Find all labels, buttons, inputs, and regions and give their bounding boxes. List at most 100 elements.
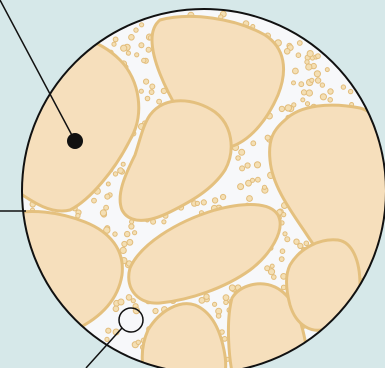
- fine-particle: [121, 162, 125, 166]
- fine-particle: [348, 89, 352, 93]
- fine-particle: [251, 141, 256, 146]
- fine-particle: [250, 178, 254, 182]
- fine-particle: [254, 162, 260, 168]
- fine-particle: [144, 79, 149, 84]
- fine-particle: [142, 58, 146, 62]
- fine-particle: [293, 68, 299, 74]
- fine-particle: [113, 232, 117, 236]
- fine-particle: [134, 28, 138, 32]
- fine-particle: [282, 213, 286, 217]
- fine-particle: [325, 68, 329, 72]
- fine-particle: [213, 302, 217, 306]
- fine-particle: [129, 35, 135, 41]
- fine-particle: [305, 102, 309, 106]
- fine-particle: [136, 340, 140, 344]
- fine-particle: [307, 51, 313, 57]
- fine-particle: [310, 78, 314, 82]
- fine-particle: [122, 241, 127, 246]
- fine-particle: [113, 306, 119, 312]
- fine-particle: [285, 105, 291, 111]
- fine-particle: [306, 90, 312, 96]
- fine-particle: [314, 71, 320, 77]
- fine-particle: [105, 337, 109, 341]
- fine-particle: [146, 47, 151, 52]
- fine-particle: [304, 241, 309, 246]
- fine-particle: [239, 149, 245, 155]
- fine-particle: [129, 224, 134, 229]
- fine-particle: [265, 266, 270, 271]
- fine-particle: [298, 243, 303, 248]
- fine-particle: [262, 185, 266, 189]
- fine-particle: [118, 168, 124, 174]
- fine-particle: [157, 99, 162, 104]
- fine-particle: [320, 83, 324, 87]
- fine-particle: [126, 51, 130, 55]
- fine-particle: [204, 294, 209, 299]
- fine-particle: [272, 275, 277, 280]
- fine-particle: [280, 249, 285, 254]
- fine-particle: [270, 264, 274, 268]
- fine-particle: [299, 82, 304, 87]
- fine-particle: [301, 90, 306, 95]
- fine-particle: [292, 103, 296, 107]
- fine-particle: [113, 37, 118, 42]
- fine-particle: [106, 182, 110, 186]
- fine-particle: [126, 295, 132, 301]
- fine-particle: [120, 247, 126, 253]
- fine-particle: [92, 198, 97, 203]
- fine-particle: [341, 85, 345, 89]
- fine-particle: [133, 231, 137, 235]
- fine-particle: [245, 163, 250, 168]
- fine-particle: [140, 23, 144, 27]
- fine-particle: [149, 90, 154, 95]
- fine-particle: [118, 299, 124, 305]
- fine-particle: [125, 231, 130, 236]
- fine-particle: [135, 53, 139, 57]
- fine-particle: [240, 166, 245, 171]
- fine-particle: [229, 285, 235, 291]
- fine-particle: [279, 257, 284, 262]
- fine-particle: [104, 205, 109, 210]
- fine-particle: [100, 210, 106, 216]
- fine-particle: [201, 200, 206, 205]
- fine-particle: [297, 41, 302, 46]
- fine-particle: [127, 239, 133, 245]
- fine-particle: [306, 64, 312, 70]
- fine-particle: [283, 232, 287, 236]
- fine-particle: [131, 299, 135, 303]
- fine-particle: [121, 45, 127, 51]
- fine-particle: [76, 214, 80, 218]
- fine-particle: [247, 196, 253, 202]
- fine-particle: [320, 94, 326, 100]
- fine-particle: [216, 314, 221, 319]
- fine-particle: [328, 89, 333, 94]
- fine-particle: [328, 98, 333, 103]
- fine-particle: [238, 184, 244, 190]
- fine-particle: [139, 43, 144, 48]
- fine-particle: [150, 84, 155, 89]
- fine-particle: [236, 156, 241, 161]
- fine-particle: [112, 42, 116, 46]
- fine-particle: [315, 78, 320, 83]
- fine-particle: [212, 198, 217, 203]
- fine-particle: [162, 220, 166, 224]
- fine-particle: [153, 308, 158, 313]
- pointer-dot-grain: [67, 133, 83, 149]
- fine-particle: [145, 96, 150, 101]
- fine-particle: [113, 172, 117, 176]
- fine-particle: [316, 54, 321, 59]
- fine-particle: [292, 81, 296, 85]
- fine-particle: [265, 135, 270, 140]
- fine-particle: [284, 49, 290, 55]
- fine-particle: [105, 194, 110, 199]
- fine-particle: [195, 201, 199, 205]
- grain-lower-right: [287, 240, 360, 330]
- fine-particle: [296, 53, 301, 58]
- fine-particle: [221, 194, 226, 199]
- fine-particle: [223, 295, 229, 301]
- fine-particle: [301, 98, 305, 102]
- fine-particle: [139, 89, 143, 93]
- fine-particle: [106, 328, 111, 333]
